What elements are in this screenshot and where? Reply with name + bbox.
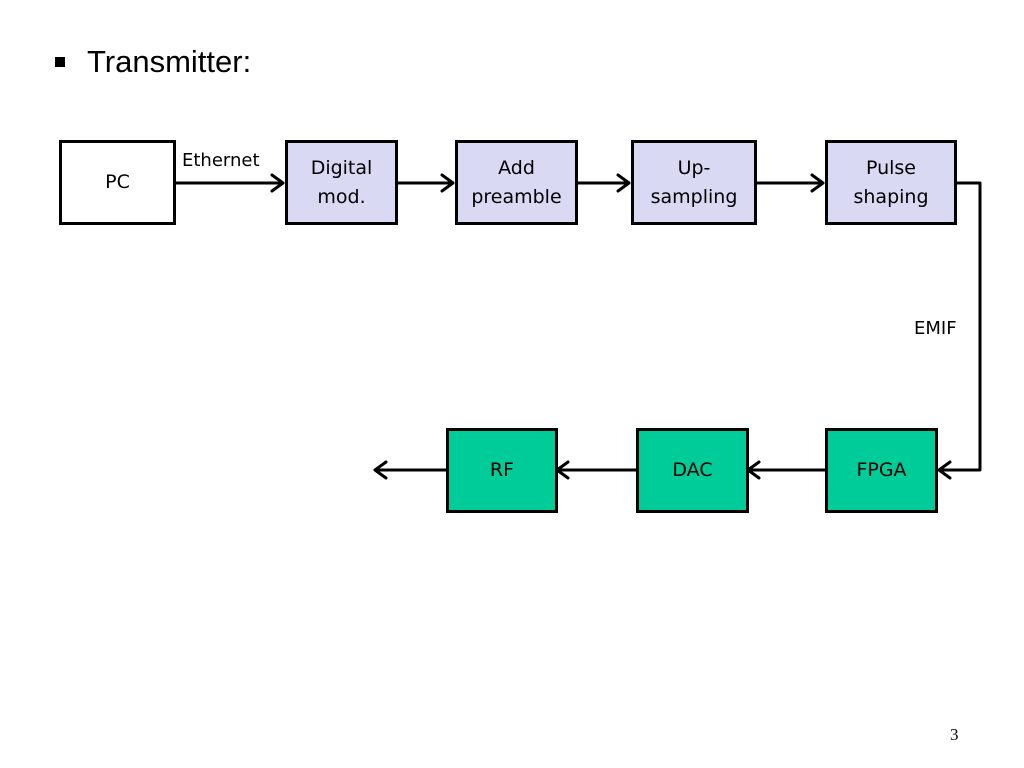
block-up-sampling-line1: Up- [677, 156, 711, 179]
block-add-preamble: Add preamble [455, 140, 578, 225]
block-dac: DAC [636, 428, 749, 513]
block-pulse-shaping-line1: Pulse [865, 156, 917, 179]
block-pulse-shaping-line2: shaping [853, 185, 929, 208]
block-rf: RF [446, 428, 558, 513]
block-fpga-label: FPGA [856, 459, 907, 481]
block-dac-label: DAC [672, 459, 713, 481]
slide-heading: Transmitter: [87, 44, 252, 79]
bullet-item: Transmitter: [55, 40, 251, 84]
block-up-sampling: Up- sampling [631, 140, 757, 225]
page-number: 3 [950, 725, 959, 744]
arrow-digital-mod-to-add-preamble [395, 173, 455, 193]
arrow-up-sampling-to-pulse-shaping [754, 173, 825, 193]
block-add-preamble-line1: Add [498, 156, 535, 179]
arrow-dac-to-rf [555, 460, 638, 480]
arrow-fpga-to-dac [746, 460, 828, 480]
arrow-add-preamble-to-up-sampling [575, 173, 631, 193]
ethernet-label: Ethernet [182, 150, 260, 171]
emif-label: EMIF [914, 318, 957, 339]
block-pulse-shaping: Pulse shaping [825, 140, 957, 225]
block-digital-mod-line1: Digital [310, 156, 373, 179]
block-rf-label: RF [489, 459, 515, 481]
block-add-preamble-line2: preamble [471, 185, 562, 208]
block-fpga: FPGA [825, 428, 938, 513]
block-digital-mod: Digital mod. [285, 140, 398, 225]
arrow-rf-output [373, 460, 448, 480]
arrow-pc-to-digital-mod [173, 173, 285, 193]
block-pc: PC [59, 140, 176, 225]
block-pc-label: PC [105, 171, 130, 193]
square-bullet-icon [55, 57, 65, 67]
block-up-sampling-line2: sampling [650, 185, 738, 208]
arrow-pulse-shaping-to-fpga [937, 181, 982, 480]
block-digital-mod-line2: mod. [317, 185, 366, 208]
